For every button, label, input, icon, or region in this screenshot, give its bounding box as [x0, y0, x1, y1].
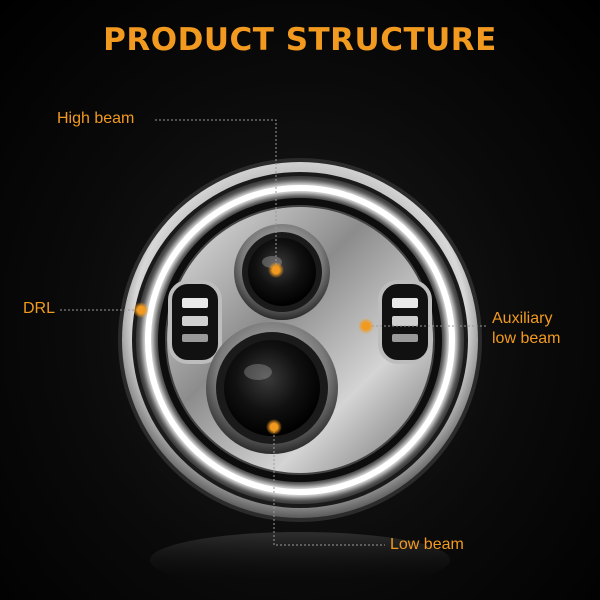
- drl-halo-ring: [142, 182, 458, 498]
- label-drl: DRL: [23, 300, 56, 317]
- low-beam-lens: [206, 322, 338, 454]
- leader-line-low-beam: [273, 427, 385, 546]
- auxiliary-led-left: [168, 280, 222, 364]
- reflection: [150, 532, 450, 588]
- label-auxiliary-line2: low beam: [492, 330, 561, 347]
- label-high-beam: High beam: [57, 110, 135, 127]
- headlight: [118, 158, 482, 522]
- leader-line-high-beam: [155, 119, 277, 270]
- label-auxiliary-low-beam: Auxiliary low beam: [492, 309, 560, 349]
- label-low-beam: Low beam: [390, 536, 464, 553]
- callout-dots: [133, 262, 374, 435]
- leader-lines: [60, 119, 486, 546]
- label-auxiliary-line1: Auxiliary: [492, 310, 553, 327]
- auxiliary-led-right: [378, 280, 432, 364]
- page-title: PRODUCT STRUCTURE: [103, 22, 497, 58]
